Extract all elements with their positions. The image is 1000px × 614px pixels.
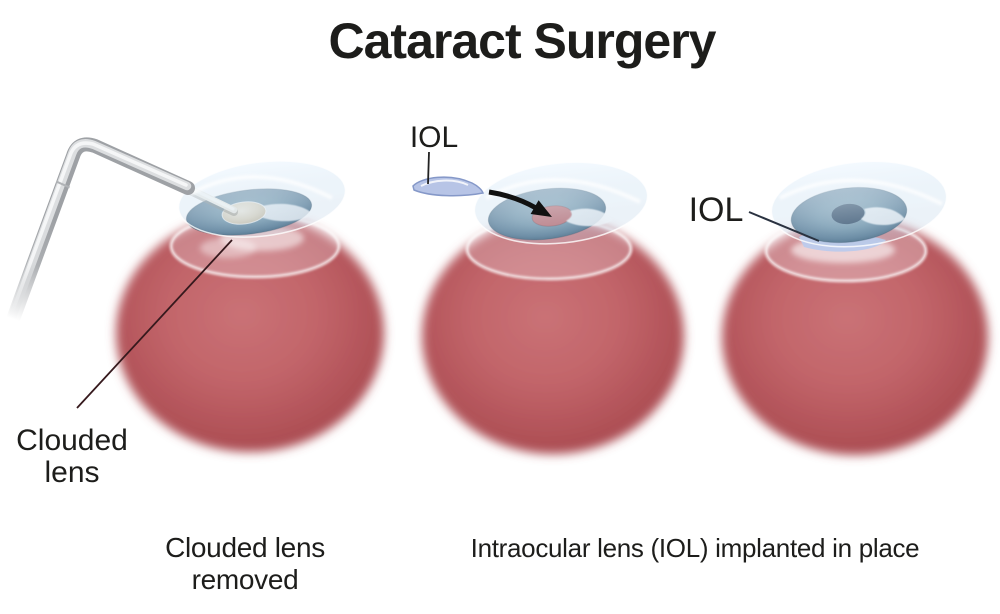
probe-joint-line xyxy=(55,180,71,189)
cornea-dome xyxy=(473,161,649,245)
caption-clouded-lens-removed-line1: Clouded lens xyxy=(165,532,325,563)
callout-iol-right: IOL xyxy=(689,191,744,229)
callout-iol-middle: IOL xyxy=(410,121,458,154)
eye-iol-implanted: IOL xyxy=(689,160,988,455)
eyeball-body xyxy=(722,219,988,455)
callout-clouded-lens-line2: lens xyxy=(44,456,99,489)
insertion-arrow xyxy=(488,189,552,217)
eyeball-body xyxy=(422,218,684,454)
page-title: Cataract Surgery xyxy=(329,13,717,69)
eye-clouded-lens-removal: Clouded lens xyxy=(5,137,384,489)
cornea-top-highlight xyxy=(779,178,943,206)
iol-leader-line xyxy=(748,211,820,242)
cornea-top-highlight xyxy=(485,177,641,204)
cornea-dome xyxy=(770,160,948,248)
caption-iol-implanted: Intraocular lens (IOL) implanted in plac… xyxy=(471,533,920,563)
caption-clouded-lens-removed-line2: removed xyxy=(192,564,299,595)
callout-clouded-lens-line1: Clouded xyxy=(16,424,128,457)
surgical-probe xyxy=(5,137,195,329)
capsule-wisp xyxy=(200,238,256,258)
eye-iol-insertion: IOL xyxy=(410,121,684,454)
iol-leader-line xyxy=(427,151,430,185)
clouded-lens-leader-line xyxy=(76,239,233,409)
iol-lens-floating xyxy=(412,176,484,197)
eyeball-body xyxy=(116,214,384,452)
cornea-top-highlight xyxy=(189,174,333,200)
